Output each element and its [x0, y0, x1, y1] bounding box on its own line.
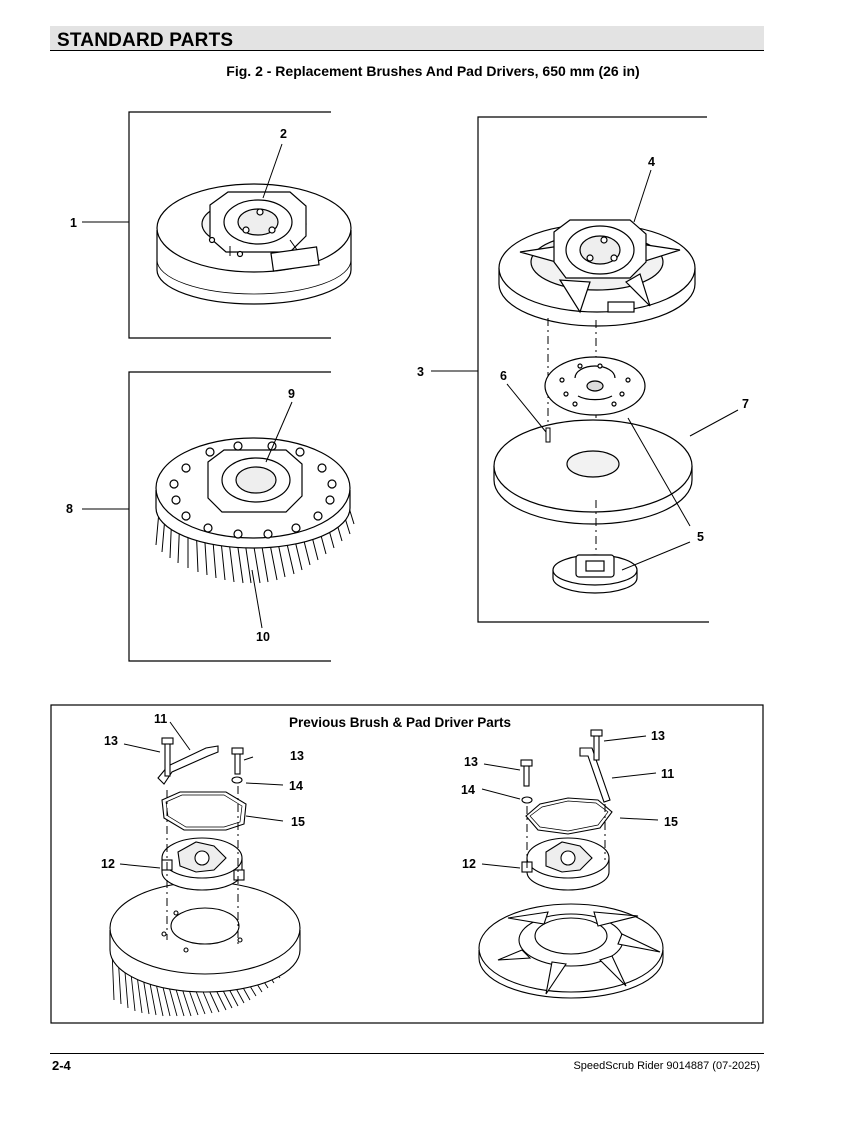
section-title: STANDARD PARTS [57, 30, 234, 51]
callout-6: 6 [500, 369, 507, 383]
callout-4: 4 [648, 155, 655, 169]
brush-panel-item-8: 8 9 10 [66, 371, 355, 662]
previous-parts-panel: Previous Brush & Pad Driver Parts [50, 704, 764, 1024]
callout-2: 2 [280, 127, 287, 141]
prev-left-callout-14: 14 [289, 779, 303, 793]
callout-9: 9 [288, 387, 295, 401]
footer-rule [50, 1053, 764, 1054]
center-lock-illustration [552, 554, 638, 594]
document-reference: SpeedScrub Rider 9014887 (07-2025) [573, 1060, 760, 1072]
bristle-brush-illustration [155, 437, 355, 584]
brush-panel-item-1: 1 2 [70, 111, 352, 339]
prev-left-callout-13b: 13 [290, 749, 304, 763]
page-number: 2-4 [52, 1058, 71, 1073]
previous-pad-driver-illustration [478, 729, 664, 999]
prev-right-callout-11: 11 [661, 767, 674, 781]
pad-illustration [493, 419, 693, 525]
prev-right-callout-15: 15 [664, 815, 678, 829]
prev-left-callout-12: 12 [101, 857, 115, 871]
prev-left-callout-11: 11 [154, 712, 167, 726]
callout-3: 3 [417, 365, 424, 379]
prev-left-callout-13a: 13 [104, 734, 118, 748]
pad-driver-panel-item-3: 3 4 5 6 7 [417, 116, 749, 623]
callout-8: 8 [66, 502, 73, 516]
section-header: STANDARD PARTS [50, 26, 764, 51]
prev-right-callout-12: 12 [462, 857, 476, 871]
callout-7: 7 [742, 397, 749, 411]
prev-right-callout-14: 14 [461, 783, 475, 797]
plate-illustration [544, 356, 646, 416]
prev-right-callout-13b: 13 [464, 755, 478, 769]
callout-10: 10 [256, 630, 270, 644]
previous-brush-illustration [109, 737, 301, 1017]
figure-caption: Fig. 2 - Replacement Brushes And Pad Dri… [226, 63, 640, 79]
prev-right-callout-13a: 13 [651, 729, 665, 743]
callout-5: 5 [697, 530, 704, 544]
callout-1: 1 [70, 216, 77, 230]
prev-left-callout-15: 15 [291, 815, 305, 829]
previous-parts-title: Previous Brush & Pad Driver Parts [289, 715, 511, 730]
pad-driver-illustration [498, 219, 696, 327]
brush-illustration [156, 183, 352, 305]
